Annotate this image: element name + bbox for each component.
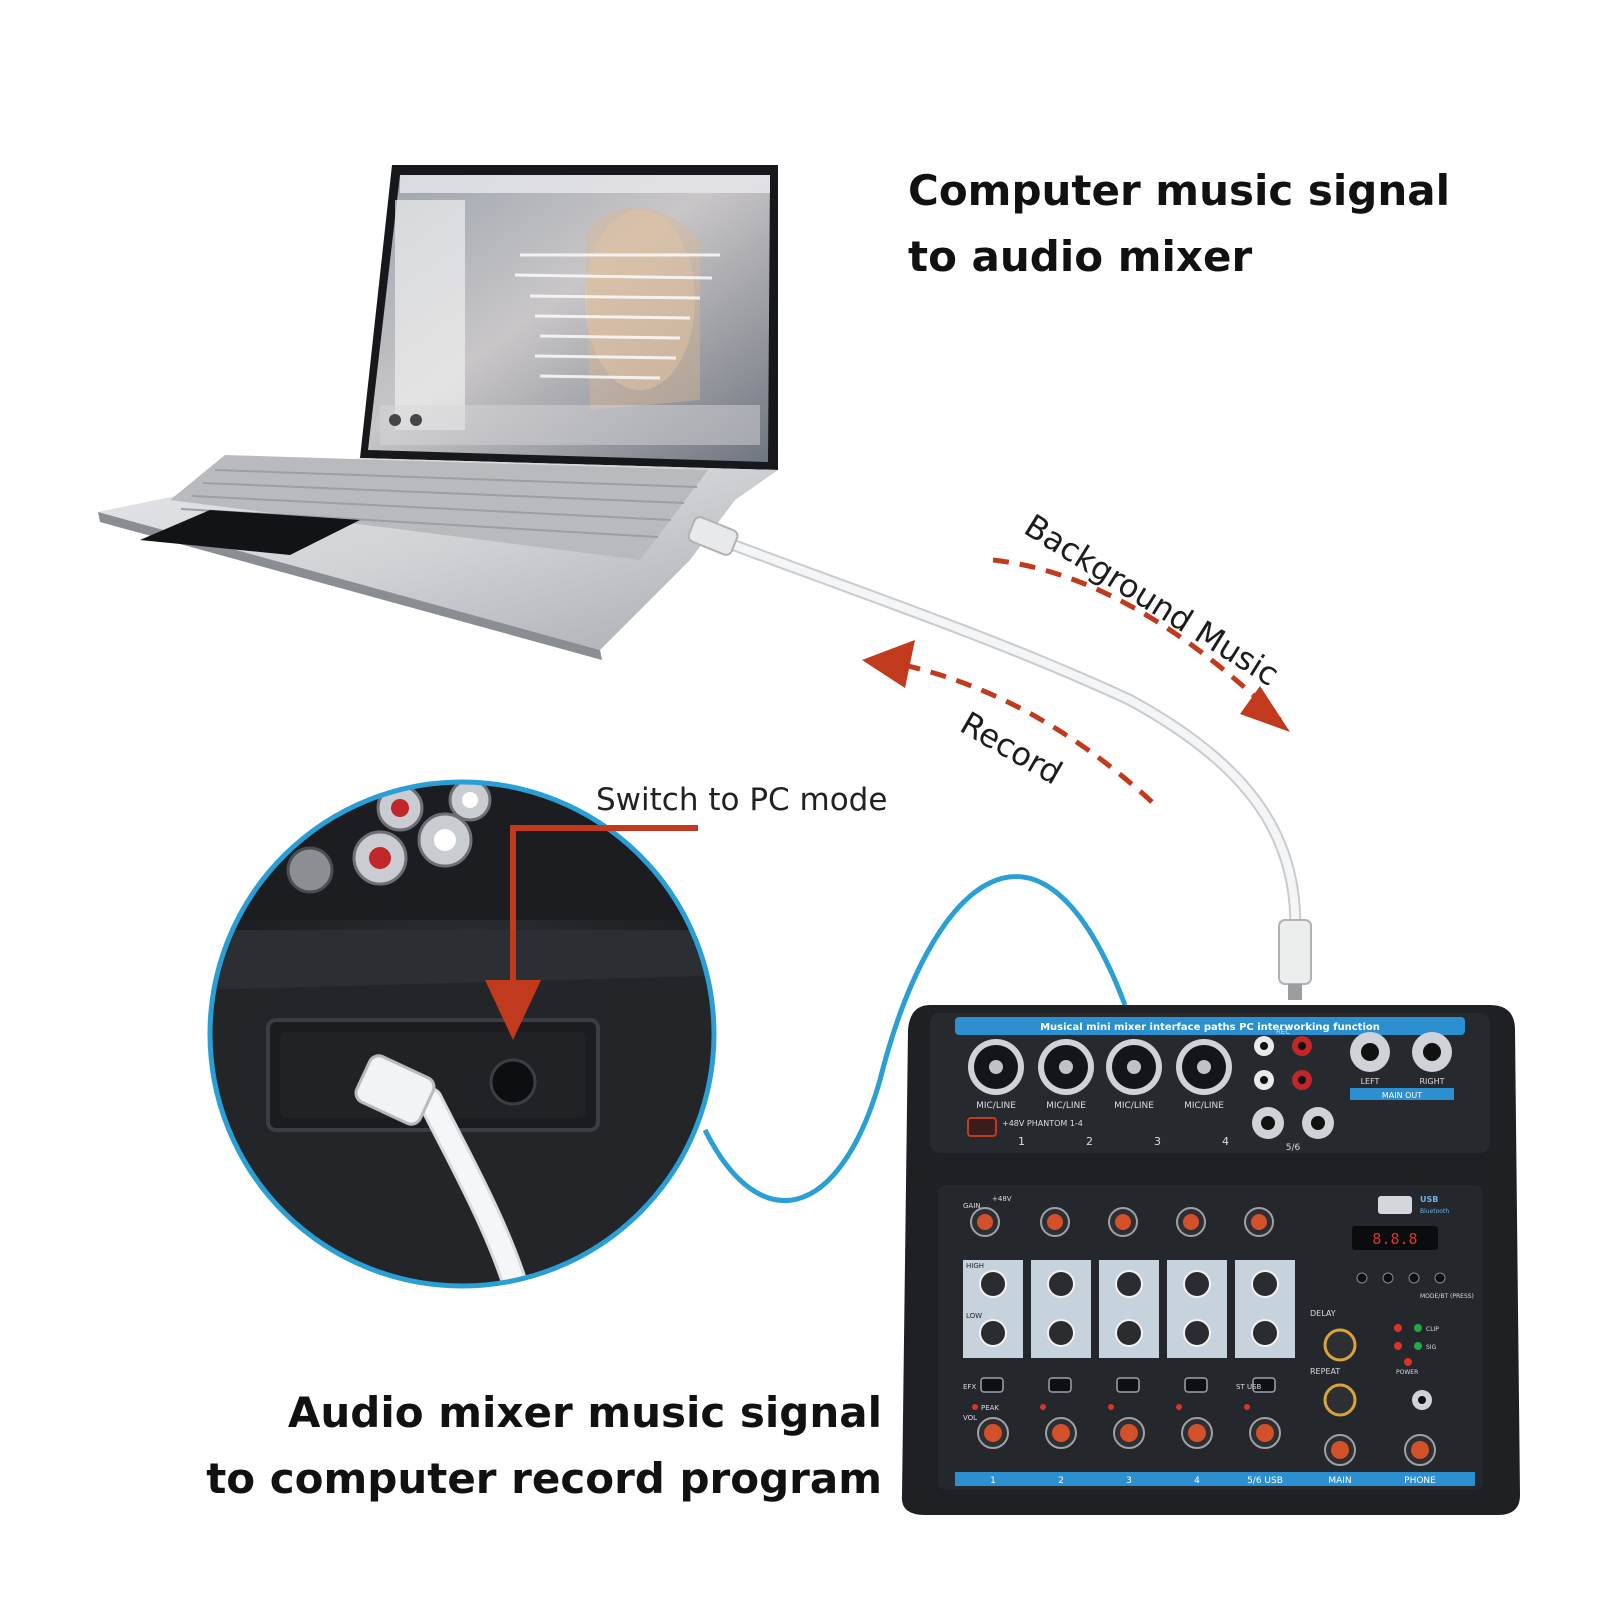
- laptop-touchpad: [140, 510, 360, 555]
- bottom-heading-line-2: to computer record program: [206, 1454, 882, 1503]
- channel-strip-3: [1099, 1207, 1159, 1449]
- mixer-banner: Musical mini mixer interface paths PC in…: [1040, 1022, 1380, 1033]
- strip-label-5-6: 5/6 USB: [1247, 1476, 1283, 1486]
- strip-label-2: 2: [1058, 1476, 1064, 1486]
- rec-rca-jacks: [1254, 1036, 1312, 1090]
- usb-plug-laptop: [687, 516, 739, 556]
- right-label: RIGHT: [1419, 1077, 1444, 1086]
- bluetooth-label: Bluetooth: [1420, 1208, 1449, 1215]
- channel-strip-4: [1167, 1207, 1227, 1449]
- top-heading-line-2: to audio mixer: [908, 232, 1253, 281]
- display-value: 8.8.8: [1372, 1230, 1417, 1248]
- bottom-heading: Audio mixer music signal to computer rec…: [206, 1380, 882, 1512]
- repeat-knob[interactable]: [1323, 1383, 1357, 1417]
- knob-label-peak: PEAK: [981, 1404, 999, 1412]
- arrowhead-icon: [862, 640, 915, 688]
- phantom-button-label: +48V: [992, 1195, 1012, 1203]
- usb-plug-zoom: [354, 1054, 533, 1286]
- s6-label: 5/6: [1286, 1143, 1301, 1153]
- jack-label-3: MIC/LINE: [1114, 1101, 1154, 1111]
- top-heading-line-1: Computer music signal: [908, 166, 1450, 215]
- led-clip-label: CLIP: [1426, 1326, 1439, 1333]
- repeat-label: REPEAT: [1310, 1367, 1340, 1376]
- knob-label-low: LOW: [966, 1312, 982, 1320]
- strip-label-phone: PHONE: [1404, 1476, 1436, 1486]
- delay-label: DELAY: [1310, 1309, 1336, 1318]
- music-player-ui: [380, 175, 770, 445]
- channel-strip-2: [1031, 1207, 1091, 1449]
- transport-buttons[interactable]: [1356, 1272, 1446, 1284]
- phantom-label: +48V PHANTOM 1-4: [1002, 1119, 1083, 1128]
- main-out-label: MAIN OUT: [1382, 1091, 1422, 1100]
- channel-number-4: 4: [1222, 1135, 1229, 1148]
- record-arrow: [862, 640, 1154, 804]
- knob-label-gain: GAIN: [963, 1202, 981, 1210]
- pc-mode-switch[interactable]: [489, 1058, 537, 1106]
- rca-jacks: [286, 782, 492, 894]
- top-heading: Computer music signal to audio mixer: [908, 158, 1450, 290]
- knob-label-vol: VOL: [963, 1414, 977, 1422]
- usb-port[interactable]: [1378, 1196, 1412, 1214]
- record-label: Record: [954, 704, 1069, 792]
- led-display: [1352, 1226, 1438, 1250]
- channel-number-3: 3: [1154, 1135, 1161, 1148]
- strip-label-bar: [955, 1472, 1475, 1486]
- knob-label-efx: EFX: [963, 1383, 976, 1391]
- delay-knob[interactable]: [1323, 1328, 1357, 1362]
- channel-number-2: 2: [1086, 1135, 1093, 1148]
- callout-arrowhead-icon: [485, 980, 541, 1040]
- phantom-power-button[interactable]: [967, 1117, 997, 1137]
- strip-label-main: MAIN: [1328, 1476, 1351, 1486]
- audio-mixer: Musical mini mixer interface paths PC in…: [901, 1005, 1520, 1515]
- led-sig-label: SIG: [1426, 1344, 1437, 1351]
- background-music-arrow: [992, 557, 1290, 732]
- rec-label: REC: [1276, 1028, 1290, 1036]
- mic-line-jacks: [968, 1039, 1232, 1095]
- zoom-circle: [207, 779, 717, 1289]
- mode-label: MODE/BT (PRESS): [1420, 1293, 1474, 1300]
- channel-strip-5-6: [1235, 1207, 1295, 1449]
- jack-label-1: MIC/LINE: [976, 1101, 1016, 1111]
- knob-label-high: HIGH: [966, 1262, 984, 1270]
- channel-strips: [963, 1207, 1295, 1449]
- left-label: LEFT: [1361, 1077, 1380, 1086]
- channel-number-1: 1: [1018, 1135, 1025, 1148]
- arrowhead-icon: [1240, 686, 1290, 732]
- zoom-callout: [207, 779, 717, 1289]
- zoom-connector-cable: [702, 874, 1128, 1204]
- usb-plug-mixer: [1278, 919, 1312, 985]
- usb-label: USB: [1420, 1195, 1438, 1204]
- jack-label-4: MIC/LINE: [1184, 1101, 1224, 1111]
- channel-strip-1: [963, 1207, 1023, 1449]
- strip-label-3: 3: [1126, 1476, 1132, 1486]
- bottom-heading-line-1: Audio mixer music signal: [287, 1388, 882, 1437]
- led-power-label: POWER: [1396, 1369, 1418, 1376]
- strip-label-1: 1: [990, 1476, 996, 1486]
- jack-label-2: MIC/LINE: [1046, 1101, 1086, 1111]
- strip-label-4: 4: [1194, 1476, 1200, 1486]
- switch-to-pc-mode-label: Switch to PC mode: [596, 782, 888, 818]
- usb-cable: [687, 516, 1312, 1000]
- laptop: [98, 165, 778, 660]
- st-usb-label: ST USB: [1236, 1383, 1262, 1391]
